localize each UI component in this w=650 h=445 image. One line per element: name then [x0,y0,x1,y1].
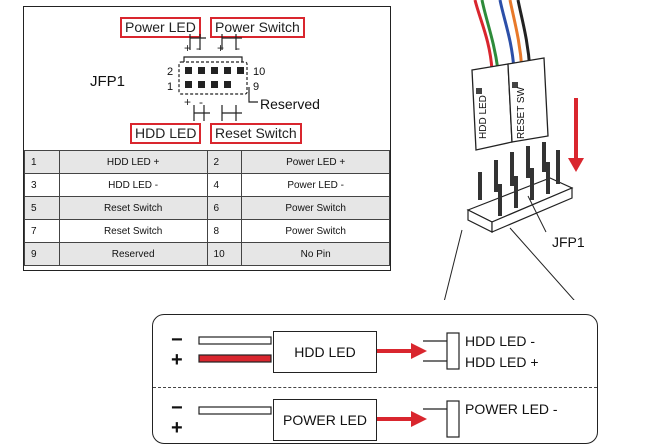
svg-text:-: - [196,41,200,55]
power-led-connector-box: POWER LED [273,399,377,441]
minus-sign: − [171,329,183,351]
pin-number-cell: 7 [24,219,60,243]
pin-name-cell: Power LED + [241,150,390,174]
plus-sign-2: + [171,417,183,439]
hdd-led-wiring [198,332,460,438]
pinout-header-diagram: Power LED Power Switch JFP1 2 1 10 9 Res… [24,7,390,150]
svg-text:-: - [199,95,203,109]
pin-number-10: 10 [253,66,266,78]
svg-text:+: + [184,95,191,109]
pin-number-cell: 4 [206,173,243,197]
pin-number-2: 2 [167,66,174,78]
hdd-led-connector-box: HDD LED [273,331,377,373]
pin-name-cell: Reserved [58,242,208,266]
pin-header-graphic: + - + - + - [178,34,258,121]
power-switch-label: Power Switch [210,17,305,38]
jfp1-leader-line [527,195,547,233]
pin-number-9: 9 [253,81,260,93]
wiring-callout: − + HDD LED HDD LED - HDD LED + − + POWE… [152,314,598,444]
reset-switch-label: Reset Switch [210,123,302,144]
jfp1-pinout-panel: Power LED Power Switch JFP1 2 1 10 9 Res… [23,6,391,271]
pin-name-cell: Reset Switch [58,219,208,243]
hdd-led-minus-label: HDD LED - [465,333,536,349]
green-wire [480,0,500,71]
jfp1-connector-label: JFP1 [552,234,585,250]
pin-name-cell: HDD LED - [58,173,208,197]
pin-number-cell: 9 [24,242,60,266]
pin-number-cell: 3 [24,173,60,197]
pin-number-cell: 5 [24,196,60,220]
hdd-led-plug-label: HDD LED [478,95,489,139]
power-led-label: Power LED [120,17,201,38]
minus-sign-2: − [171,397,183,419]
header-base-side [491,187,573,233]
pin-name-cell: HDD LED + [58,150,208,174]
reset-sw-plug-label: RESET SW [516,86,527,140]
plus-sign: + [171,349,183,371]
hdd-led-plus-label: HDD LED + [465,354,539,370]
hdd-led-label: HDD LED [130,123,202,144]
insert-arrow-head [568,158,584,172]
pin-name-cell: Power LED - [241,173,390,197]
zoom-lines [443,227,575,300]
blue-wire [498,0,516,71]
jfp1-label: JFP1 [90,73,126,90]
svg-text:+: + [184,41,191,55]
callout-divider [153,387,597,388]
pin-name-cell: Power Switch [241,219,390,243]
connector-illustration [443,0,584,300]
svg-text:+: + [217,41,224,55]
svg-text:-: - [236,41,240,55]
pin-number-cell: 2 [206,150,243,174]
reserved-label: Reserved [260,96,320,112]
pin-number-cell: 10 [206,242,243,266]
red-wire [473,0,494,71]
pin-name-cell: No Pin [241,242,390,266]
pin-name-cell: Reset Switch [58,196,208,220]
pin-number-cell: 6 [206,196,243,220]
pin-number-1: 1 [167,81,174,93]
pin-number-cell: 1 [24,150,60,174]
pin-name-cell: Power Switch [241,196,390,220]
power-led-minus-label: POWER LED - [465,401,558,417]
reset-sw-plug [507,57,549,143]
pin-number-cell: 8 [206,219,243,243]
